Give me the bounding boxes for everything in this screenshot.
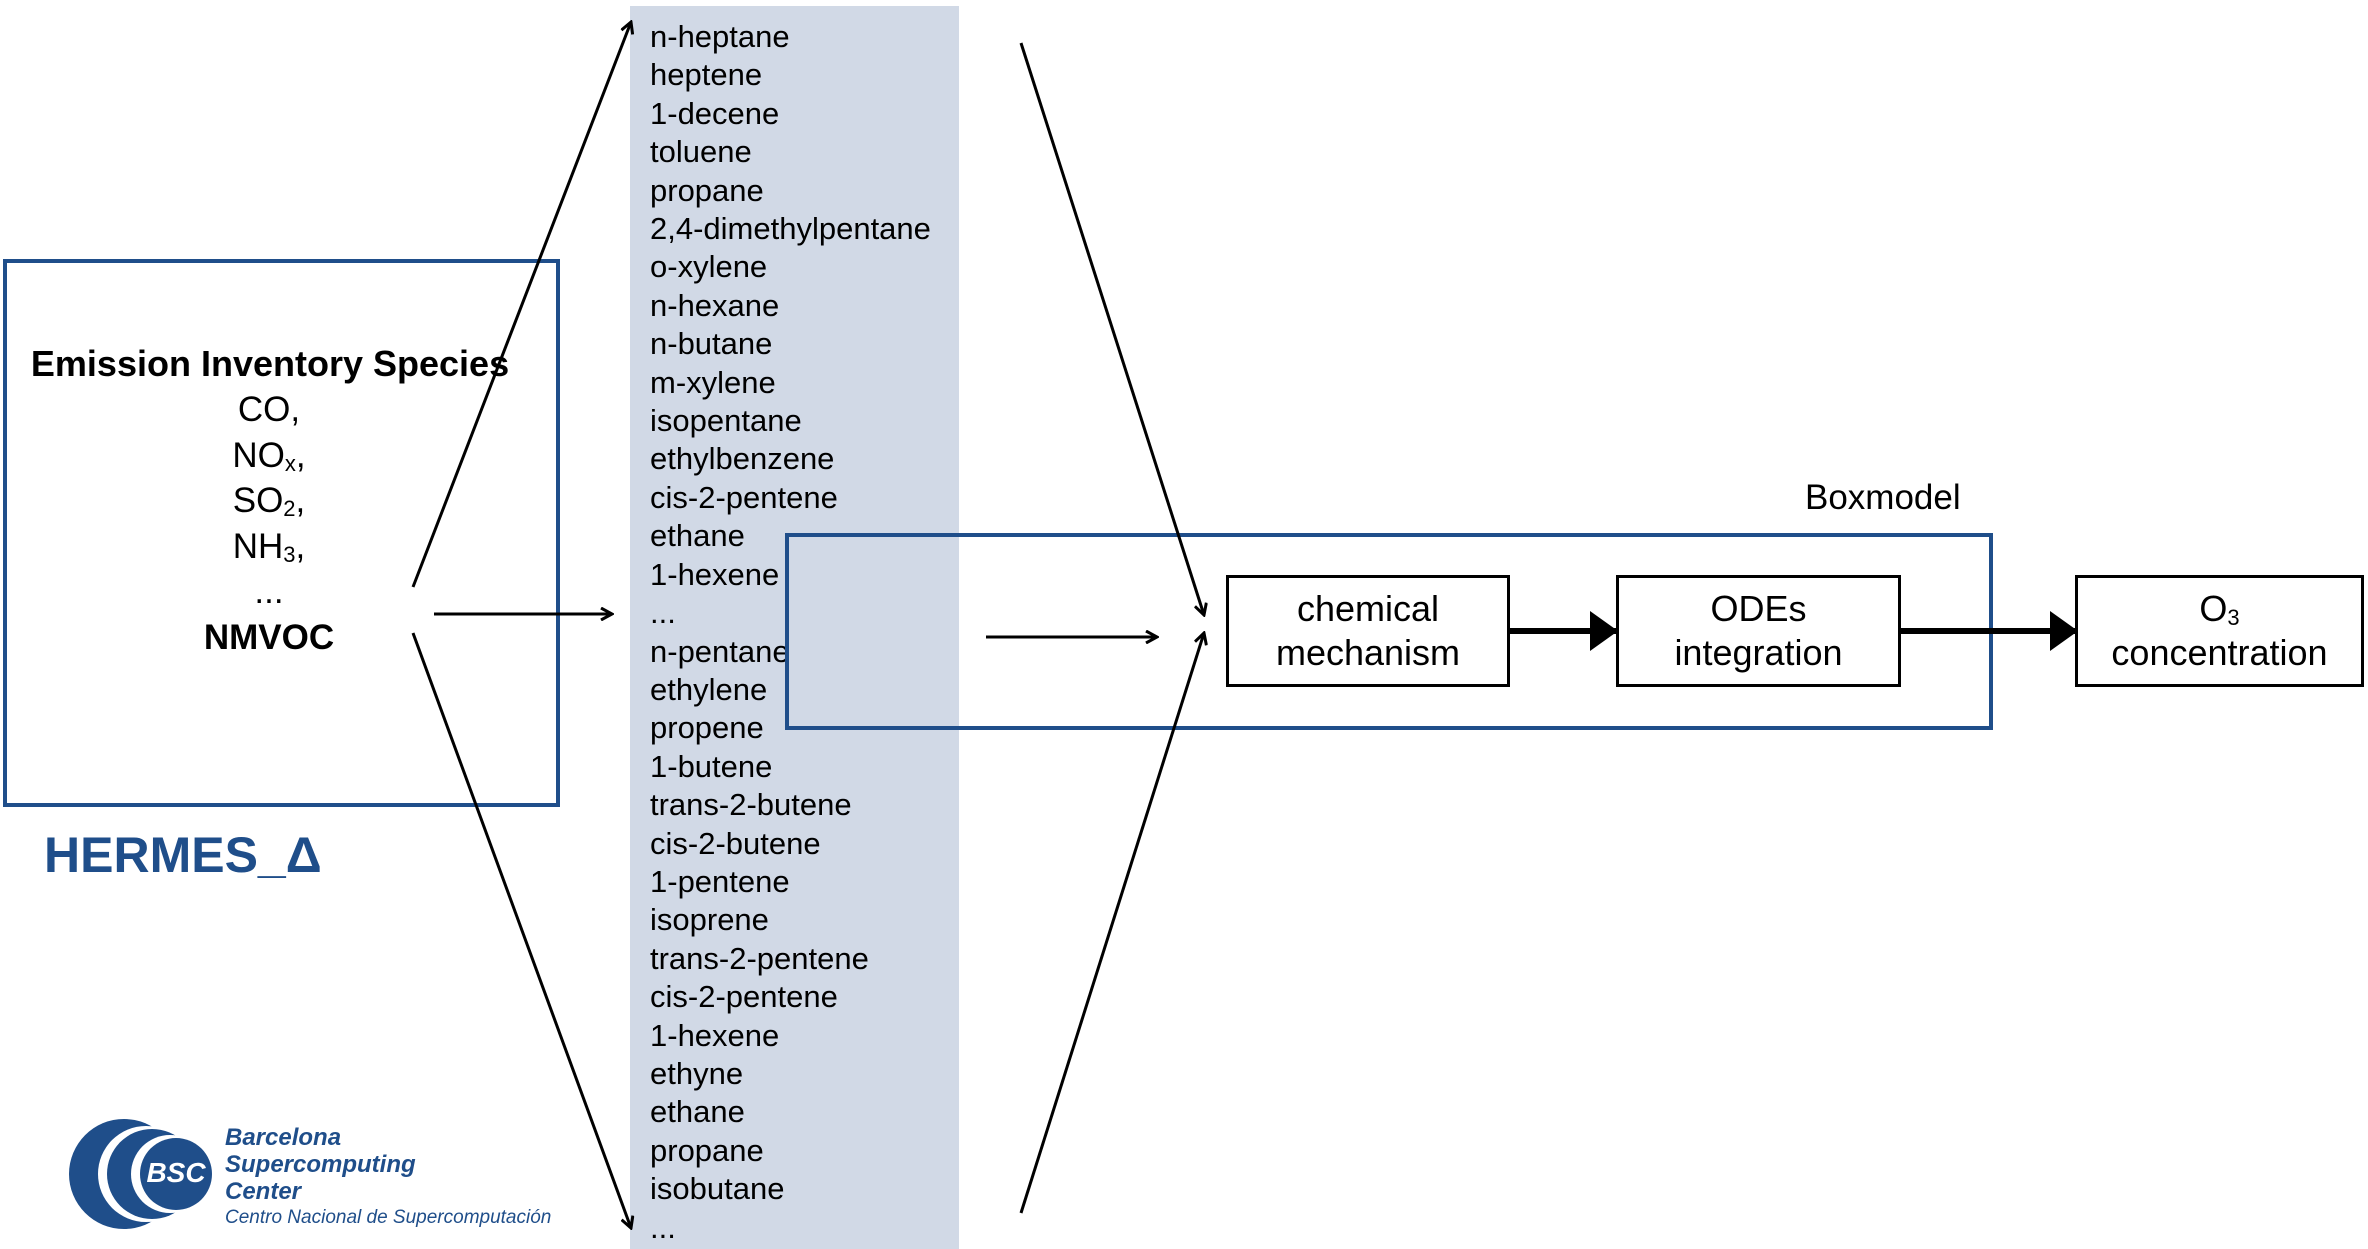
species-item: toluene xyxy=(650,134,752,170)
species-item: n-heptane xyxy=(650,19,790,54)
species-item: trans-2-pentene xyxy=(650,940,869,976)
species-item: 2,4-dimethylpentane xyxy=(650,211,931,247)
inventory-species: NH3, xyxy=(232,526,306,567)
species-item: ... xyxy=(650,595,676,631)
species-item: m-xylene xyxy=(650,364,776,400)
species-item: isoprene xyxy=(650,902,769,938)
node-label: O3 xyxy=(2199,588,2240,630)
nmvoc-label: NMVOC xyxy=(203,617,335,657)
species-item: heptene xyxy=(650,57,763,93)
species-item: isopentane xyxy=(650,403,802,439)
species-item: ethylene xyxy=(650,671,768,707)
species-item: n-pentane xyxy=(650,633,790,669)
species-item: 1-pentene xyxy=(650,863,790,899)
inventory-species: SO2, xyxy=(232,481,306,521)
node-label: concentration xyxy=(2111,632,2328,673)
species-item: o-xylene xyxy=(650,249,768,285)
species-item: 1-hexene xyxy=(650,556,780,592)
node-label: mechanism xyxy=(1275,632,1461,673)
species-item: 1-decene xyxy=(650,95,780,131)
species-item: ethane xyxy=(650,1094,745,1130)
species-item: 1-butene xyxy=(650,748,773,784)
species-item: n-butane xyxy=(650,326,773,362)
bsc-logo-text: Barcelona Supercomputing Center Centro N… xyxy=(225,1124,551,1231)
species-item: ethylbenzene xyxy=(650,441,835,477)
node-label: integration xyxy=(1674,632,1843,673)
species-item: cis-2-pentene xyxy=(650,479,838,515)
inventory-species-list: CO, NOx, SO2, NH3, ... NMVOC xyxy=(119,387,419,660)
logo-line: Center xyxy=(225,1178,302,1205)
hermes-title: HERMES_Δ xyxy=(44,827,322,883)
boxmodel-label: Boxmodel xyxy=(1805,478,1961,517)
bsc-badge-text: BSC xyxy=(146,1157,206,1188)
logo-subtitle: Centro Nacional de Supercomputación xyxy=(225,1207,552,1228)
arrow-species-top xyxy=(1019,42,1204,615)
species-item: ethane xyxy=(650,518,745,554)
logo-line: Supercomputing xyxy=(225,1151,416,1178)
inventory-species: ... xyxy=(254,572,284,611)
species-item: 1-hexene xyxy=(650,1017,780,1053)
inventory-title: Emission Inventory Species xyxy=(30,343,510,384)
species-item: trans-2-butene xyxy=(650,787,852,823)
species-item: n-hexane xyxy=(650,287,780,323)
species-item: propane xyxy=(650,1132,764,1168)
species-item: cis-2-butene xyxy=(650,825,821,861)
speciation-column xyxy=(630,6,959,1249)
inventory-species: NOx, xyxy=(232,435,306,476)
species-item: isobutane xyxy=(650,1171,785,1207)
logo-line: Barcelona xyxy=(225,1124,342,1151)
bsc-logo xyxy=(69,1119,212,1229)
species-item: ... xyxy=(650,1209,676,1245)
species-item: propene xyxy=(650,710,764,746)
node-label: ODEs xyxy=(1710,588,1807,629)
species-item: cis-2-pentene xyxy=(650,979,838,1015)
species-item: propane xyxy=(650,172,764,208)
species-item: ethyne xyxy=(650,1055,744,1091)
node-label: chemical xyxy=(1296,588,1440,629)
inventory-species: CO, xyxy=(237,390,301,429)
